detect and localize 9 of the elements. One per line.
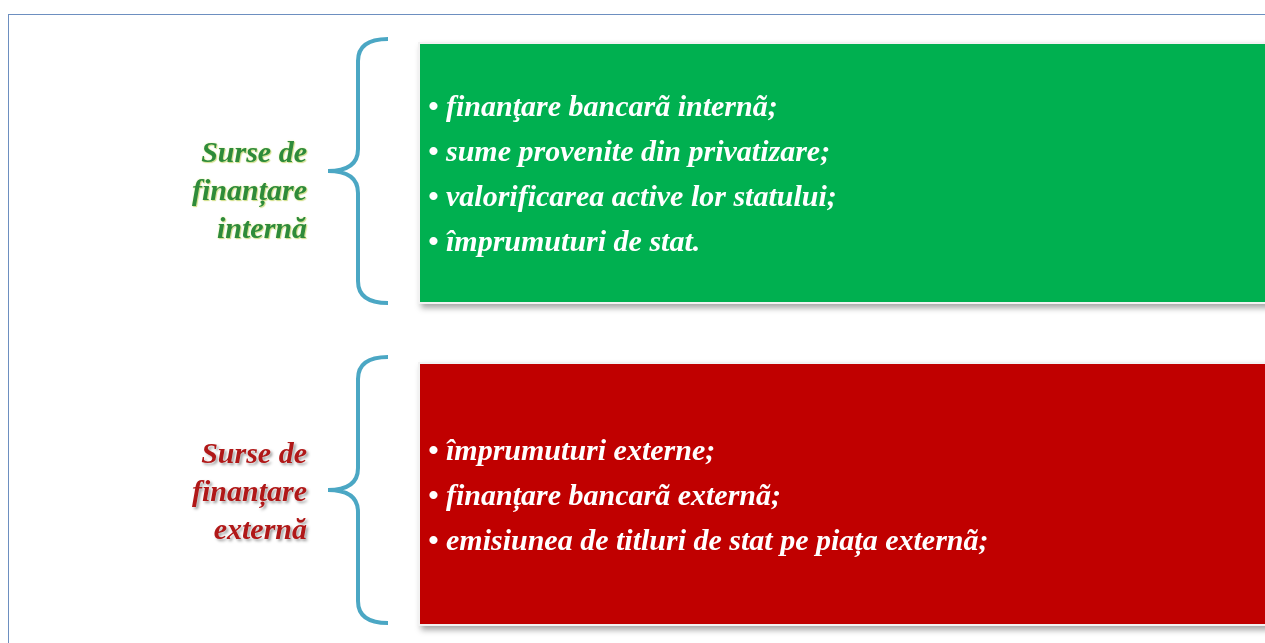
group-heading: Surse de finanțare externă [190,435,307,547]
list-item: • împrumuturi externe; [428,431,716,468]
list-item: • împrumuturi de stat. [428,223,701,259]
list-item: • valorificarea active lor statului; [428,178,837,214]
list-item: • emisiunea de titluri de stat pe piața externã; [428,521,989,559]
list-item: • sume provenite din privatizare; [428,133,831,169]
group-heading: Surse de finanțare internă [190,134,307,246]
list-item: • finanțare bancarã externã; [428,476,781,514]
list-item: • finanţare bancarã internã; [428,88,778,124]
